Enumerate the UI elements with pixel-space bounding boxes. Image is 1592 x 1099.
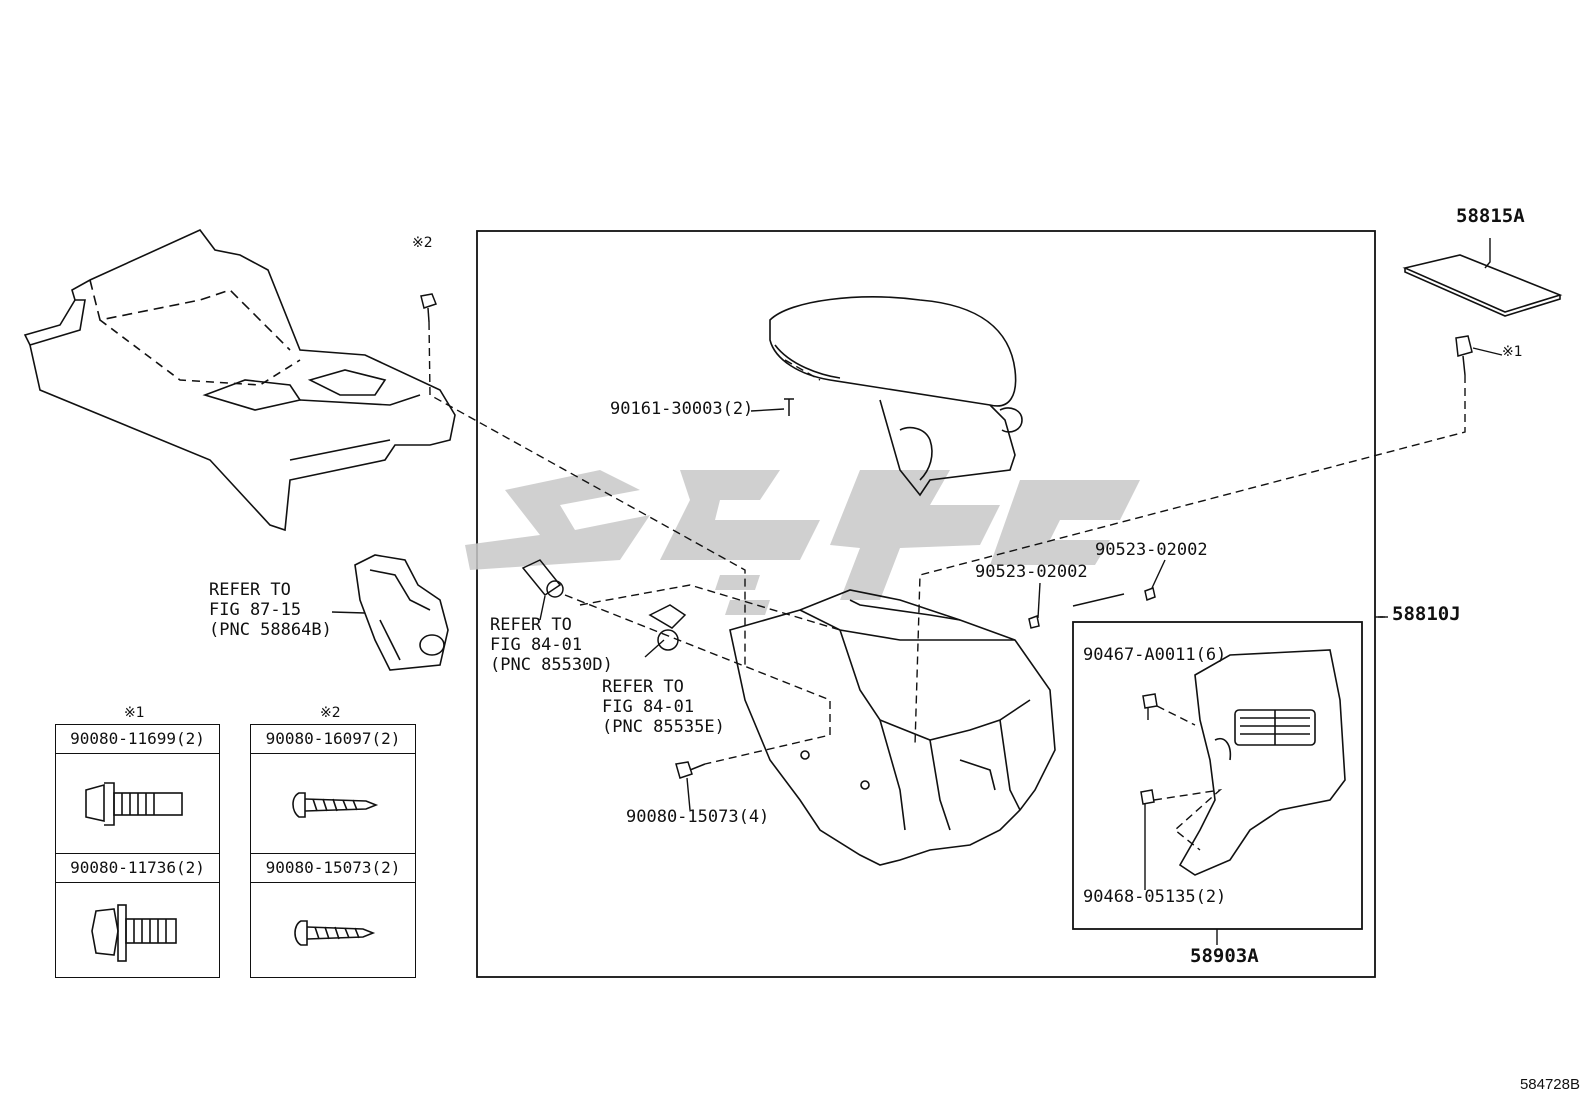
part-label-90468: 90468-05135(2) [1083, 887, 1227, 907]
cup-holder-drawing [354, 554, 449, 671]
reference-line: (PNC 85530D) [490, 655, 613, 675]
reference-line: FIG 87-15 [209, 600, 302, 620]
mat-drawing [1402, 254, 1563, 317]
console-box-drawing [729, 589, 1056, 866]
armrest-lid-drawing [769, 296, 1023, 497]
part-label-58815A: 58815A [1456, 205, 1525, 227]
mark-2: ※2 [412, 235, 433, 251]
legend-2-mark: ※2 [320, 705, 341, 721]
usb-port-drawing [648, 604, 687, 651]
screw-icon [784, 398, 794, 416]
screw-icon [420, 293, 437, 323]
part-label-90523-b: 90523-02002 [1095, 540, 1208, 560]
reference-line: REFER TO [602, 677, 684, 697]
part-label-58810J: 58810J [1392, 603, 1461, 625]
clip-icon [1028, 586, 1158, 805]
rear-vent-panel-drawing [1178, 649, 1346, 876]
mark-1: ※1 [1502, 344, 1523, 360]
reference-line: FIG 84-01 [490, 635, 583, 655]
screw-icon [675, 761, 706, 779]
subassembly-frame [1072, 621, 1363, 930]
part-label-90467: 90467-A0011(6) [1083, 645, 1227, 665]
legend-1-mark: ※1 [124, 705, 145, 721]
legend-2-top-label: 90080-16097(2) [251, 725, 415, 754]
reference-85535E: REFER TO FIG 84-01 (PNC 85535E) [602, 677, 725, 737]
watermark-logo [465, 470, 1140, 615]
part-label-90080-15073: 90080-15073(4) [626, 807, 770, 827]
reference-line: (PNC 85535E) [602, 717, 725, 737]
legend-1-bottom-label: 90080-11736(2) [56, 853, 219, 883]
figure-code: 584728B [1519, 1076, 1580, 1093]
bolt-icon [85, 782, 183, 826]
screw-icon [292, 792, 379, 818]
center-console-drawing [23, 229, 456, 532]
bolt-icon [1455, 335, 1473, 376]
legend-box-2: 90080-16097(2) 90080-15073(2) [250, 724, 416, 978]
assembly-frame [476, 230, 1376, 978]
legend-box-1: 90080-11699(2) 90080-11736(2) [55, 724, 220, 978]
bolt-icon [91, 904, 177, 962]
legend-1-top-label: 90080-11699(2) [56, 725, 219, 754]
socket-drawing [521, 559, 564, 598]
reference-line: FIG 84-01 [602, 697, 695, 717]
part-label-58903A: 58903A [1190, 945, 1259, 967]
legend-2-bottom-label: 90080-15073(2) [251, 853, 415, 883]
reference-line: (PNC 58864B) [209, 620, 332, 640]
reference-line: REFER TO [209, 580, 291, 600]
part-label-90523-a: 90523-02002 [975, 562, 1088, 582]
part-label-90161: 90161-30003(2) [610, 399, 754, 419]
reference-line: REFER TO [490, 615, 572, 635]
screw-icon [294, 920, 376, 946]
reference-85530D: REFER TO FIG 84-01 (PNC 85530D) [490, 615, 613, 675]
reference-58864B: REFER TO FIG 87-15 (PNC 58864B) [209, 580, 332, 640]
